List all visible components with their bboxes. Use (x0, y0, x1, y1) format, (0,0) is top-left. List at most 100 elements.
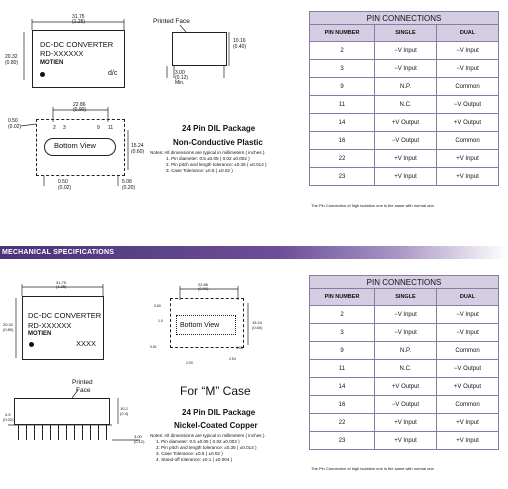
pin-number-cell: 9 (309, 341, 375, 360)
top-pind-in: (0.02) (58, 185, 72, 191)
table-row: 3−V Input−V Input (309, 59, 500, 78)
top-width-in: (1.25) (72, 19, 86, 25)
top-pin-2: 2 (53, 125, 56, 131)
bottom-dim-d3: 0.51 (150, 345, 157, 349)
top-notes: Notes: All dimensions are typical in mil… (150, 150, 267, 174)
pin-number-cell: 11 (309, 95, 375, 114)
single-cell: +V Output (374, 113, 437, 132)
pin-number-cell: 3 (309, 323, 375, 342)
bottom-sideh-in: (0.4) (120, 411, 129, 416)
single-cell: −V Output (374, 131, 437, 150)
bottom-pin1-dot (29, 342, 34, 347)
dual-cell: −V Output (435, 359, 500, 378)
bottom-package-title: 24 Pin DIL Package (182, 408, 256, 417)
bottom-module-mark: XXXX (76, 339, 97, 348)
pin-number-cell: 22 (309, 413, 375, 432)
bottom-note-0: Notes: All dimensions are typical in mil… (150, 433, 266, 438)
top-pinl-mm: 5.08 (122, 179, 132, 185)
dual-cell: −V Input (435, 59, 500, 78)
pin-number-cell: 11 (309, 359, 375, 378)
top-height-in: (0.80) (5, 60, 19, 66)
bottom-module-brand: MOTIEN (28, 331, 52, 337)
dual-cell: Common (435, 77, 500, 96)
top-height-mm: 20.32 (5, 54, 18, 60)
single-cell: −V Input (374, 59, 437, 78)
top-lead-min: Min. (175, 80, 185, 86)
section-bar-label: MECHANICAL SPECIFICATIONS (2, 249, 115, 256)
top-side-h-in: (0.40) (233, 44, 247, 50)
top-lead-mm: 3.00 (175, 70, 185, 76)
bottom-module-line2: RD-XXXXXX (28, 321, 72, 330)
top-note-1: 1. Pin diameter: 0.5 ±0.05 ( 0.02 ±0.002… (166, 156, 250, 161)
pin-number-cell: 23 (309, 167, 375, 186)
bottom-width-in: (1.25) (56, 284, 67, 289)
col-header-pin-number-2: PIN NUMBER (309, 288, 375, 306)
top-pitch-in: (0.90) (73, 107, 87, 113)
bottom-dim-d2: 1.0 (158, 319, 163, 323)
bottom-row-mm: 15.24 (252, 320, 263, 325)
bottom-dim-d5: 2.54 (229, 357, 236, 361)
dual-cell: −V Output (435, 95, 500, 114)
col-header-pin-number: PIN NUMBER (309, 24, 375, 42)
table-row: 22+V Input+V Input (309, 413, 500, 432)
single-cell: −V Input (374, 323, 437, 342)
bottom-width-mm: 31.75 (56, 280, 67, 285)
pin-number-cell: 23 (309, 431, 375, 450)
table-row: 23+V Input+V Input (309, 431, 500, 450)
bottom-notes: Notes: All dimensions are typical in mil… (150, 433, 266, 463)
top-package-sub: Non-Conductive Plastic (173, 138, 263, 147)
table-row: 23+V Input+V Input (309, 167, 500, 186)
pin-number-cell: 22 (309, 149, 375, 168)
pin-table-footnote-bottom: The Pin Connection of high isolation one… (311, 466, 435, 471)
m-case-label: For “M” Case (180, 384, 251, 398)
pin-table-footnote-top: The Pin Connection of high isolation one… (311, 203, 435, 208)
single-cell: N.C. (374, 95, 437, 114)
top-width-mm: 31.75 (72, 14, 85, 20)
table-row: 14+V Output+V Output (309, 113, 500, 132)
single-cell: −V Input (374, 41, 437, 60)
single-cell: +V Input (374, 167, 437, 186)
top-leftoff-mm: 0.50 (8, 118, 18, 124)
dual-cell: +V Input (435, 431, 500, 450)
top-module-mark: d/c (108, 70, 118, 77)
single-cell: +V Output (374, 377, 437, 396)
dual-cell: +V Output (435, 113, 500, 132)
top-pind-mm: 0.50 (58, 179, 68, 185)
bottom-dim-d4: 2.00 (186, 361, 193, 365)
dual-cell: −V Input (435, 41, 500, 60)
bottom-module-outline (22, 296, 104, 360)
dual-cell: +V Output (435, 377, 500, 396)
pin-number-cell: 3 (309, 59, 375, 78)
bottom-dim-d1: 0.60 (154, 304, 161, 308)
top-pitch-mm: 22.86 (73, 102, 86, 108)
single-cell: +V Input (374, 149, 437, 168)
bottom-pitch-in: (0.90) (198, 286, 209, 291)
dual-cell: Common (435, 395, 500, 414)
table-row: 2−V Input−V Input (309, 41, 500, 60)
dual-cell: −V Input (435, 323, 500, 342)
top-side-h-mm: 10.16 (233, 38, 246, 44)
bottom-height-in: (0.80) (3, 327, 14, 332)
top-pin-11: 11 (108, 125, 114, 131)
col-header-single-2: SINGLE (374, 288, 437, 306)
single-cell: N.C. (374, 359, 437, 378)
top-bottom-view-oval (44, 138, 116, 156)
top-note-3: 3. Case Tolerance: ±0.5 ( ±0.02 ) (166, 168, 233, 173)
dual-cell: +V Input (435, 413, 500, 432)
pin-number-cell: 16 (309, 395, 375, 414)
dual-cell: Common (435, 341, 500, 360)
bottom-printed-face-2: Face (76, 387, 91, 394)
dual-cell: +V Input (435, 167, 500, 186)
bottom-note-2: 2. Pin pitch and length tolerance: ±0.35… (156, 445, 257, 450)
single-cell: N.P. (374, 77, 437, 96)
table-row: 3−V Input−V Input (309, 323, 500, 342)
dual-cell: +V Input (435, 149, 500, 168)
bottom-note-4: 4. Stand-off tolerance: ±0.1 ( ±0.004 ) (156, 457, 233, 462)
top-module-line2: RD-XXXXXX (40, 49, 84, 58)
col-header-dual: DUAL (435, 24, 500, 42)
bottom-dim-d6: 0.05 (236, 346, 243, 350)
